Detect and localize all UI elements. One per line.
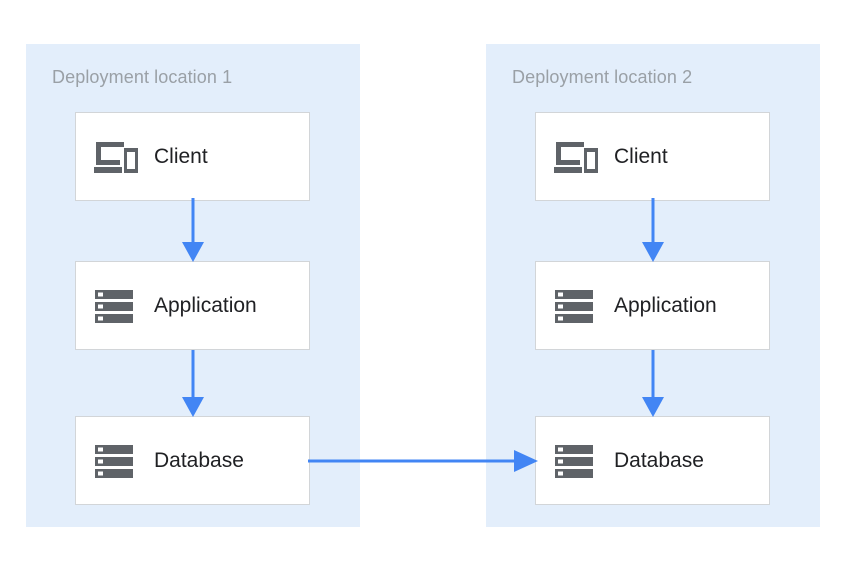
node-database-1[interactable]: Database [75,416,310,505]
node-application-2[interactable]: Application [535,261,770,350]
node-application-2-label: Application [614,293,717,317]
node-application-1[interactable]: Application [75,261,310,350]
node-client-1[interactable]: Client [75,112,310,201]
server-icon [95,289,133,323]
devices-icon [94,141,138,173]
node-database-1-label: Database [154,448,244,472]
node-client-2-label: Client [614,144,668,168]
devices-icon [554,141,598,173]
arrow-client-to-application-2 [642,198,664,262]
zone-2-label: Deployment location 2 [512,67,693,87]
node-application-1-label: Application [154,293,257,317]
arrow-database-1-to-database-2 [308,450,538,472]
node-client-1-label: Client [154,144,208,168]
arrow-application-to-database-1 [182,350,204,417]
arrow-application-to-database-2 [642,350,664,417]
arrow-client-to-application-1 [182,198,204,262]
server-icon [95,444,133,478]
server-icon [555,444,593,478]
server-icon [555,289,593,323]
node-database-2-label: Database [614,448,704,472]
node-database-2[interactable]: Database [535,416,770,505]
zone-1-label: Deployment location 1 [52,67,233,87]
node-client-2[interactable]: Client [535,112,770,201]
